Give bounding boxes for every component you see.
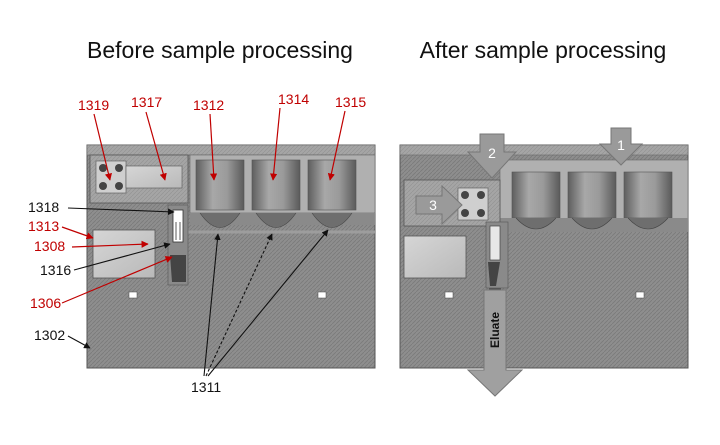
label-1319: 1319 xyxy=(78,97,109,113)
step-label-3: 3 xyxy=(429,197,437,213)
label-1306: 1306 xyxy=(30,295,61,311)
label-1312: 1312 xyxy=(193,97,224,113)
step-arrow-2: 2 xyxy=(466,133,518,179)
plunger-rod-1317 xyxy=(125,165,183,189)
chamber-1314 xyxy=(251,159,301,211)
step-label-1: 1 xyxy=(617,137,625,153)
step-label-2: 2 xyxy=(488,145,496,161)
eluate-label: Eluate xyxy=(488,312,502,348)
valve-1316 xyxy=(172,209,184,243)
cartridge-before xyxy=(86,144,376,369)
label-1308: 1308 xyxy=(34,238,65,254)
chamber-1312 xyxy=(195,159,245,211)
step-arrow-3: 3 xyxy=(415,184,463,226)
label-1315: 1315 xyxy=(335,94,366,110)
label-1316: 1316 xyxy=(40,262,71,278)
label-1317: 1317 xyxy=(131,94,162,110)
cartridge-after xyxy=(399,144,689,369)
eluate-arrow: Eluate xyxy=(466,289,524,397)
label-1314: 1314 xyxy=(278,91,309,107)
chamber-1315 xyxy=(307,159,357,211)
label-1313: 1313 xyxy=(28,218,59,234)
leader-lines-before xyxy=(61,107,346,377)
label-1302: 1302 xyxy=(34,327,65,343)
label-1318: 1318 xyxy=(28,199,59,215)
label-1311: 1311 xyxy=(191,379,221,395)
title-before: Before sample processing xyxy=(87,37,353,63)
title-after: After sample processing xyxy=(420,37,667,63)
pad-1308 xyxy=(92,229,156,279)
step-arrow-1: 1 xyxy=(598,127,644,166)
